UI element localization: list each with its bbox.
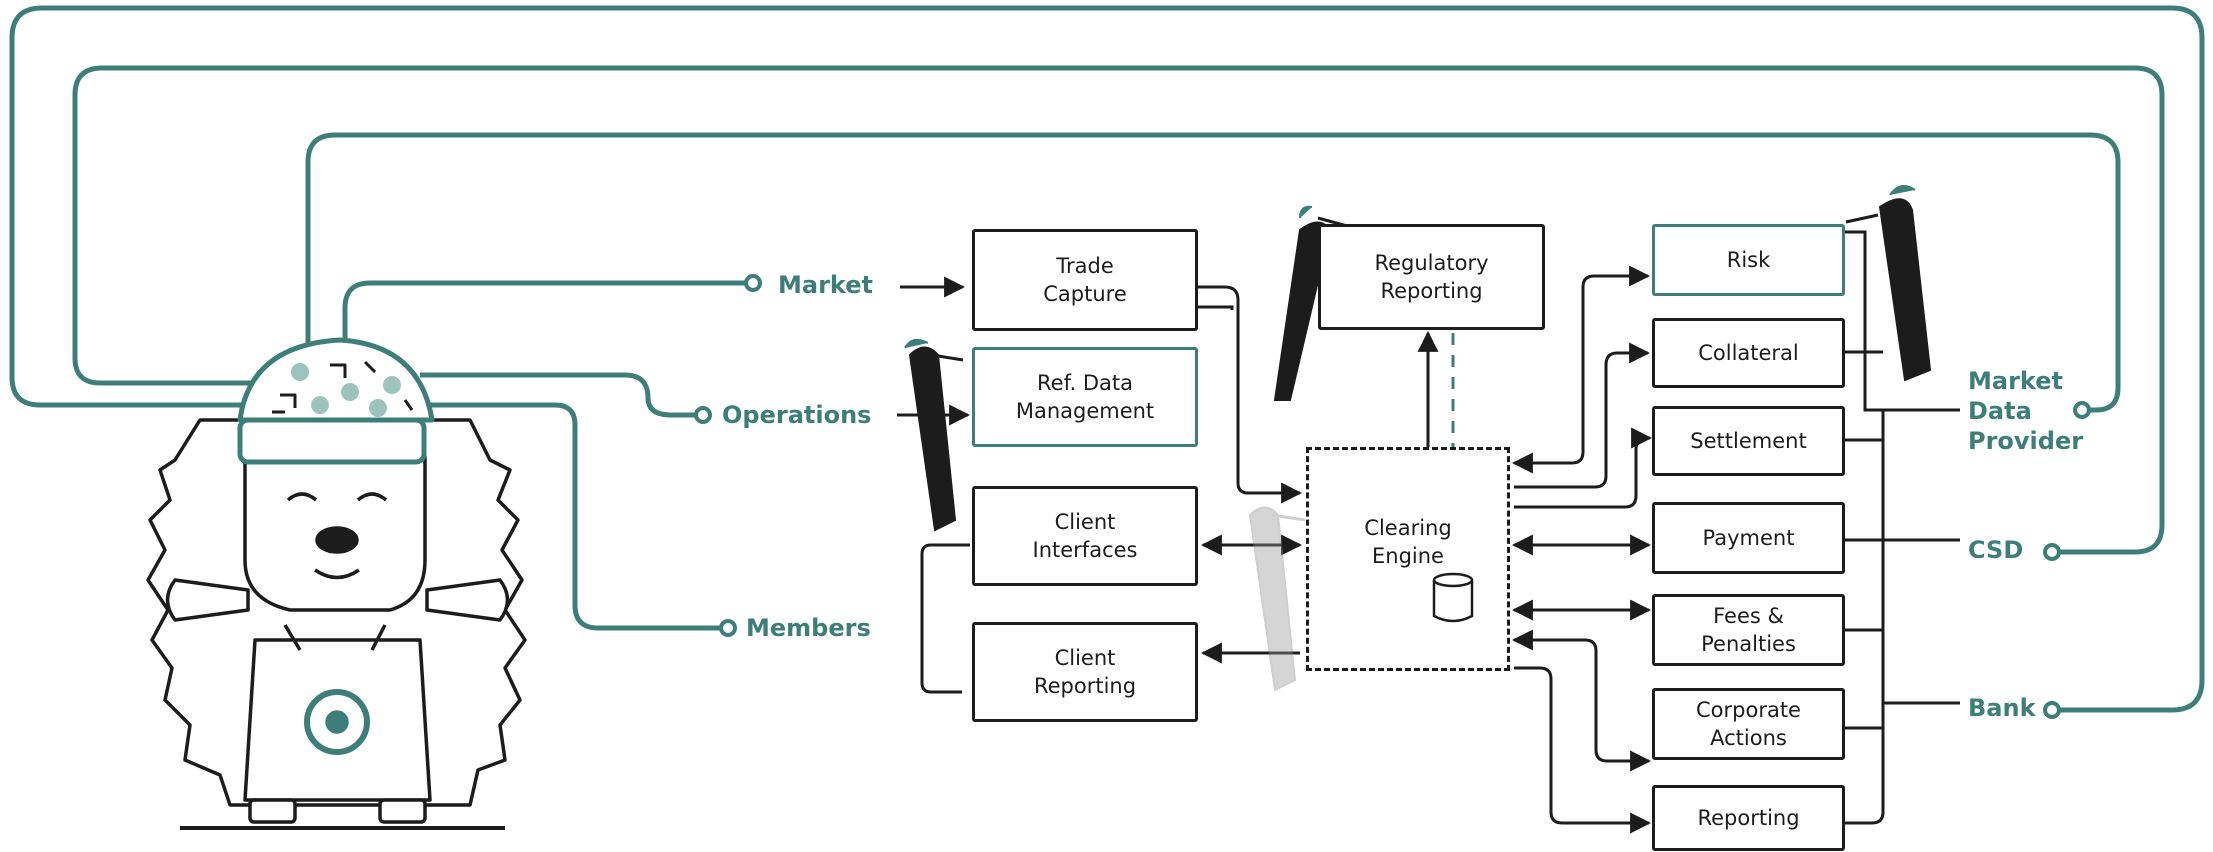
woodpecker-icon (1248, 506, 1306, 692)
regulatory-reporting-label: Regulatory Reporting (1374, 251, 1489, 303)
market-line (342, 280, 750, 350)
hedgehog-spikes (146, 418, 527, 807)
corporate-actions-label: Corporate Actions (1696, 698, 1801, 750)
trade-capture-label: Trade Capture (1043, 254, 1127, 306)
payment-box: Payment (1652, 502, 1845, 574)
left-foot (248, 798, 297, 824)
client-interfaces-box: Client Interfaces (972, 486, 1198, 586)
hedgehog-mascot (146, 337, 527, 830)
left-arm (165, 578, 250, 622)
fees-penalties-label: Fees & Penalties (1701, 604, 1796, 656)
market-label: Market (778, 271, 873, 299)
clearing-engine-box: Clearing Engine (1306, 447, 1510, 671)
client-reporting-label: Client Reporting (1033, 646, 1137, 698)
corporate-actions-box: Corporate Actions (1652, 688, 1845, 760)
client-reporting-box: Client Reporting (972, 622, 1198, 722)
market-data-provider-loop (305, 132, 2121, 413)
reporting-box: Reporting (1652, 785, 1845, 851)
operations-label: Operations (722, 401, 872, 429)
fees-penalties-box: Fees & Penalties (1652, 594, 1845, 666)
regulatory-reporting-box: Regulatory Reporting (1318, 224, 1545, 330)
logo-mark (304, 689, 370, 755)
ref-data-management-label: Ref. Data Management (1015, 371, 1155, 423)
collateral-box: Collateral (1652, 318, 1845, 388)
payment-label: Payment (1702, 526, 1795, 550)
reporting-label: Reporting (1697, 806, 1800, 830)
right-foot (378, 798, 427, 824)
cap-band (237, 417, 427, 465)
right-arm (425, 578, 510, 622)
market-data-provider-label: Market Data Provider (1968, 367, 2084, 455)
clearing-engine-label: Clearing Engine (1364, 516, 1452, 568)
trade-capture-box: Trade Capture (972, 229, 1198, 331)
hedgehog-nose (315, 526, 359, 554)
settlement-label: Settlement (1690, 429, 1807, 453)
database-icon (1432, 572, 1474, 623)
bank-label: Bank (1968, 694, 2036, 722)
operations-line (420, 372, 700, 418)
bank-loop (9, 5, 2205, 713)
settlement-box: Settlement (1652, 406, 1845, 476)
client-interfaces-label: Client Interfaces (1032, 510, 1138, 562)
risk-label: Risk (1726, 248, 1771, 272)
woodpecker-icon (904, 338, 964, 532)
ref-data-management-box: Ref. Data Management (972, 347, 1198, 447)
members-line (420, 402, 725, 631)
brain-cap (237, 337, 435, 423)
members-label: Members (746, 614, 871, 642)
risk-box: Risk (1652, 224, 1845, 296)
csd-loop (72, 65, 2165, 555)
csd-label: CSD (1968, 536, 2024, 564)
woodpecker-icon (1845, 185, 1932, 382)
woodpecker-icon (1273, 205, 1348, 401)
external-loop-lines (9, 5, 2205, 713)
collateral-label: Collateral (1698, 341, 1799, 365)
connector-dots (694, 274, 2091, 719)
